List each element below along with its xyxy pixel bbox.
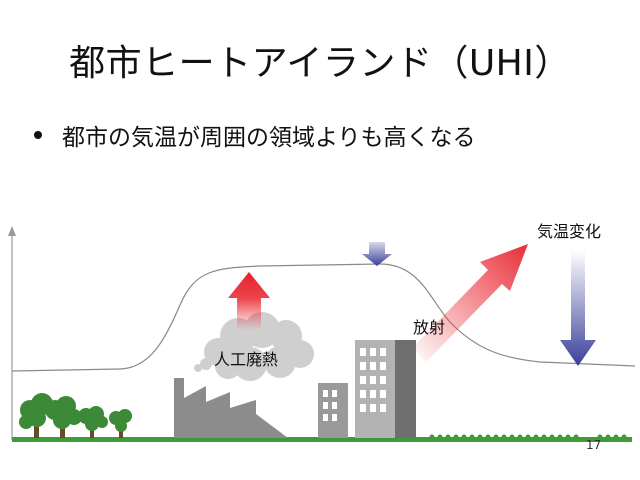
- radiation-label: 放射: [413, 318, 446, 337]
- tree-icon: [109, 409, 132, 438]
- bullet-text: 都市の気温が周囲の領域よりも高くなる: [62, 125, 476, 151]
- tree-icon: [78, 406, 108, 438]
- building-tall-light: [355, 340, 395, 438]
- anthropogenic-heat-label: 人工廃熱: [214, 350, 279, 369]
- temperature-axis: [8, 226, 16, 440]
- grass-row: [429, 434, 627, 440]
- temperature-change-arrow: [560, 250, 596, 366]
- page-number: 17: [586, 438, 602, 452]
- ground-line: [12, 437, 632, 442]
- small-cool-arrow: [362, 242, 392, 266]
- radiation-arrow: [412, 244, 528, 362]
- smoke-cloud: [194, 312, 314, 381]
- temperature-change-label: 気温変化: [537, 222, 602, 241]
- bullet-dot-icon: [34, 131, 42, 139]
- building-windows: [323, 348, 386, 421]
- factory-icon: [174, 378, 288, 438]
- heat-arrow-up: [228, 272, 270, 330]
- city-buildings: [318, 340, 416, 438]
- building-tall-dark: [394, 340, 416, 438]
- axis-arrowhead-icon: [8, 226, 16, 236]
- bullet-item: 都市の気温が周囲の領域よりも高くなる: [34, 118, 476, 152]
- temperature-profile-curve: [11, 263, 636, 372]
- tree-group: [19, 393, 132, 438]
- tree-icon: [45, 396, 82, 438]
- slide-title: 都市ヒートアイランド（UHI）: [69, 43, 571, 84]
